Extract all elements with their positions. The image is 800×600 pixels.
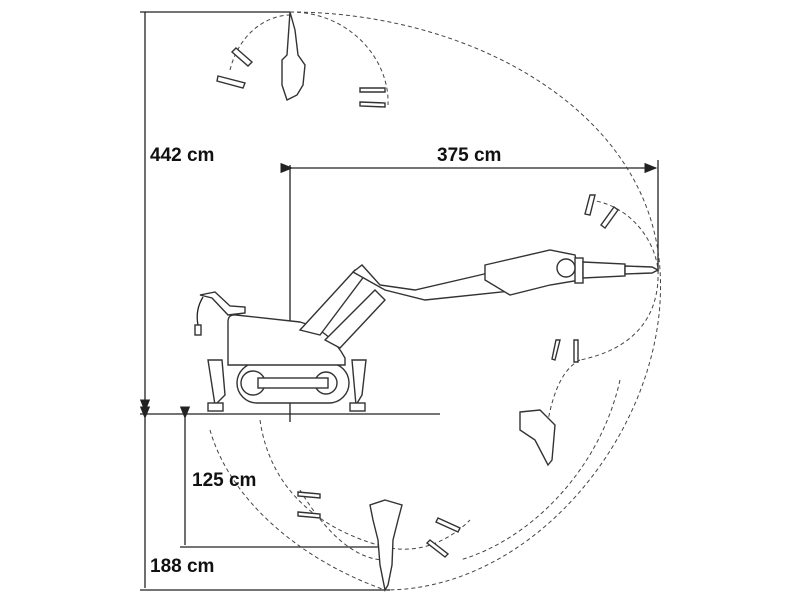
tool-positions	[216, 11, 619, 592]
depth-188-label: 188 cm	[150, 556, 215, 577]
working-envelope-arcs	[209, 11, 662, 591]
depth-125-label: 125 cm	[192, 470, 257, 491]
max-height-label: 442 cm	[150, 145, 215, 166]
demolition-robot	[194, 249, 660, 412]
reach-dimension-line	[280, 160, 659, 272]
depth-188-dimension-line	[139, 406, 390, 591]
height-dimension-line	[139, 11, 290, 413]
max-reach-label: 375 cm	[437, 145, 502, 166]
depth-125-dimension-line	[179, 406, 385, 548]
